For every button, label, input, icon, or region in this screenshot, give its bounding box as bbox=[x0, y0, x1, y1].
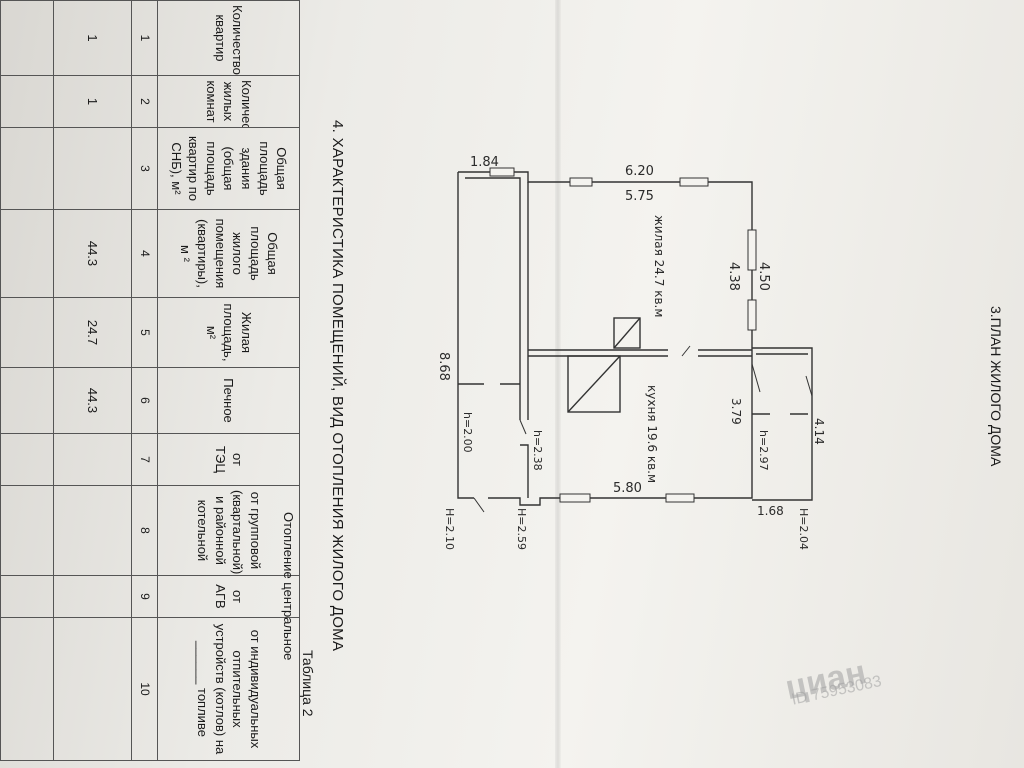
dim-right-inner: 4.38 bbox=[726, 262, 741, 291]
dim-left: 8.68 bbox=[436, 352, 451, 381]
dim-right-small: 4.14 bbox=[812, 418, 826, 445]
height-mid-label: Н=2.59 bbox=[515, 508, 528, 550]
plan-windows bbox=[489, 167, 757, 503]
dim-right-mid: 3.79 bbox=[729, 398, 743, 425]
plan-doors bbox=[473, 345, 813, 513]
dim-bottom: 5.80 bbox=[613, 481, 642, 496]
room-hall-label: h=2.38 bbox=[531, 430, 544, 471]
plan-walls bbox=[457, 171, 813, 506]
room-kitchen-label: кухня 19.6 кв.м bbox=[645, 385, 659, 483]
dim-right-outer: 4.50 bbox=[756, 262, 771, 291]
height-left-label: Н=2.10 bbox=[443, 508, 456, 550]
room-small-label: h=2.97 bbox=[757, 430, 770, 471]
dim-bottom-right: 1.68 bbox=[757, 504, 784, 518]
room-left-label: h=2.00 bbox=[461, 412, 474, 453]
dim-top-outer: 6.20 bbox=[625, 164, 654, 179]
dim-top-inner: 5.75 bbox=[625, 189, 654, 204]
room-living-label: жилая 24.7 кв.м bbox=[652, 215, 666, 317]
height-right-label: Н=2.04 bbox=[797, 508, 810, 550]
paper-fold bbox=[555, 0, 561, 768]
dim-top-left: 1.84 bbox=[470, 155, 499, 170]
heating-group-label: Отопление центральное bbox=[281, 512, 296, 661]
